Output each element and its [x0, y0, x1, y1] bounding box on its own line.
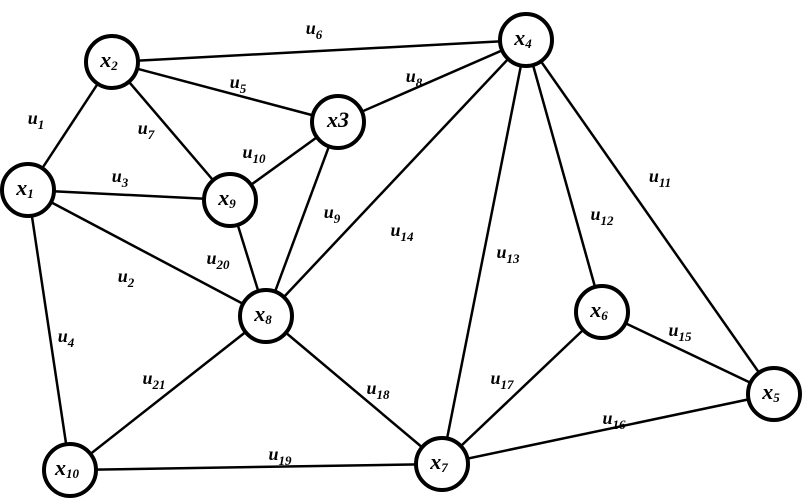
node-label-x5: x5 — [761, 379, 780, 405]
node-x3: x3 — [310, 94, 366, 150]
node-label-x3: x3 — [326, 107, 349, 132]
edge-label-u3: u3 — [112, 166, 129, 190]
node-x5: x5 — [746, 366, 802, 422]
edge-label-u7: u7 — [138, 118, 155, 142]
edge-u15 — [601, 310, 775, 396]
edge-label-u10: u10 — [242, 142, 266, 166]
edge-label-u13: u13 — [496, 242, 520, 266]
node-label-x1: x1 — [15, 175, 34, 201]
edge-u8 — [337, 38, 527, 124]
edge-label-u1: u1 — [28, 108, 45, 132]
node-circle-x10 — [42, 442, 98, 498]
node-label-x7: x7 — [429, 449, 448, 475]
edge-u16 — [441, 392, 775, 466]
node-x2: x2 — [84, 34, 140, 90]
node-label-x9: x9 — [217, 185, 236, 211]
node-x6: x6 — [574, 284, 630, 340]
node-x4: x4 — [498, 12, 554, 68]
edge-u6 — [111, 38, 527, 64]
edge-label-u12: u12 — [590, 204, 614, 228]
edge-label-u8: u8 — [406, 66, 423, 90]
node-circle-x9 — [202, 172, 258, 228]
node-circle-x3 — [310, 94, 366, 150]
edge-label-u20: u20 — [206, 248, 230, 272]
node-label-x2: x2 — [99, 47, 118, 73]
node-circle-x4 — [498, 12, 554, 68]
edge-label-u2: u2 — [118, 266, 135, 290]
edge-u19 — [69, 462, 443, 472]
edge-label-u9: u9 — [324, 202, 341, 226]
node-circle-x8 — [238, 288, 294, 344]
edge-label-u4: u4 — [58, 326, 75, 350]
edge-label-u6: u6 — [306, 18, 323, 42]
edge-label-u5: u5 — [230, 72, 247, 96]
edge-u21 — [69, 315, 267, 471]
node-circle-x1 — [0, 162, 56, 218]
node-circle-x2 — [84, 34, 140, 90]
edge-label-u19: u19 — [268, 444, 292, 468]
edge-u5 — [111, 60, 339, 124]
edges-layer: u1 u2 u3 u4 u5 u6 u7 u8 u9 u10 u11 u12 u13 u14 u15 u16 u… — [26, 18, 776, 472]
node-label-x8: x8 — [253, 301, 272, 327]
node-label-x6: x6 — [589, 297, 608, 323]
edge-u14 — [265, 39, 527, 317]
edge-label-u21: u21 — [142, 368, 165, 392]
edge-u12 — [524, 39, 604, 313]
edge-label-u14: u14 — [390, 220, 414, 244]
node-label-x4: x4 — [513, 25, 532, 51]
node-circle-x6 — [574, 284, 630, 340]
edge-u17 — [441, 311, 603, 465]
edge-label-u16: u16 — [602, 408, 626, 432]
edge-label-u11: u11 — [649, 166, 671, 190]
node-x9: x9 — [202, 172, 258, 228]
edge-label-u15: u15 — [668, 320, 692, 344]
edge-u13 — [440, 39, 528, 465]
edge-u18 — [265, 315, 443, 465]
node-label-x10: x10 — [54, 455, 80, 481]
edge-u9 — [264, 121, 340, 317]
edge-label-u17: u17 — [490, 368, 514, 392]
edge-u3 — [27, 188, 231, 202]
node-x10: x10 — [42, 442, 98, 498]
edge-u11 — [524, 39, 776, 395]
edge-u7 — [111, 61, 231, 201]
edge-label-u18: u18 — [366, 378, 390, 402]
node-x1: x1 — [0, 162, 56, 218]
node-circle-x7 — [414, 436, 470, 492]
edge-u4 — [26, 189, 72, 471]
edge-u2 — [27, 188, 267, 318]
node-circle-x5 — [746, 366, 802, 422]
nodes-layer: x1 x2 x3 x4 x5 x6 x7 x8 x9 x10 — [0, 12, 802, 498]
node-x7: x7 — [414, 436, 470, 492]
node-x8: x8 — [238, 288, 294, 344]
